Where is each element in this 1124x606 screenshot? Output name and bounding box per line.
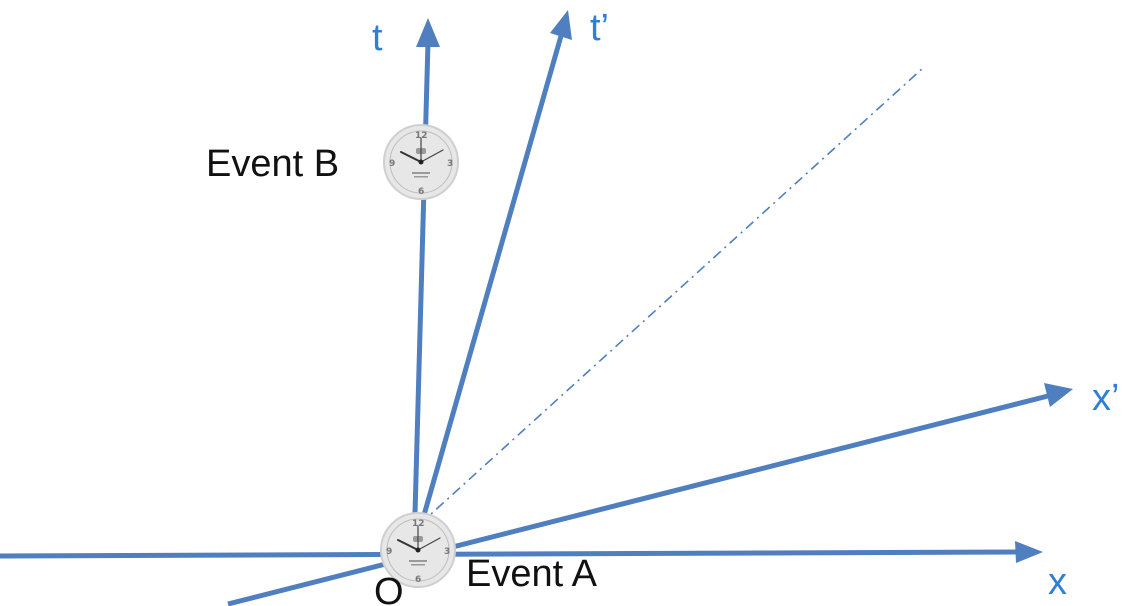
t-axis-label: t (372, 17, 383, 59)
event-b-label: Event B (206, 143, 339, 185)
t-prime-axis-line (411, 35, 564, 551)
x-axis-label: x (1048, 561, 1067, 603)
t-axis-arrowhead (416, 18, 440, 47)
x-axis-arrowhead (1015, 541, 1043, 563)
x-axis-line (0, 549, 1021, 559)
event-a-label: Event A (466, 553, 598, 595)
t-prime-axis-arrowhead (550, 10, 572, 40)
origin-label: O (374, 571, 404, 606)
t-prime-axis-label: t’ (590, 7, 609, 49)
event-b-clock-icon (383, 124, 459, 200)
light-line (419, 67, 924, 525)
x-prime-axis-label: x’ (1092, 377, 1119, 419)
x-prime-axis-arrowhead (1044, 383, 1073, 407)
x-prime-axis-line (227, 393, 1049, 606)
t-axis-line (411, 41, 431, 551)
